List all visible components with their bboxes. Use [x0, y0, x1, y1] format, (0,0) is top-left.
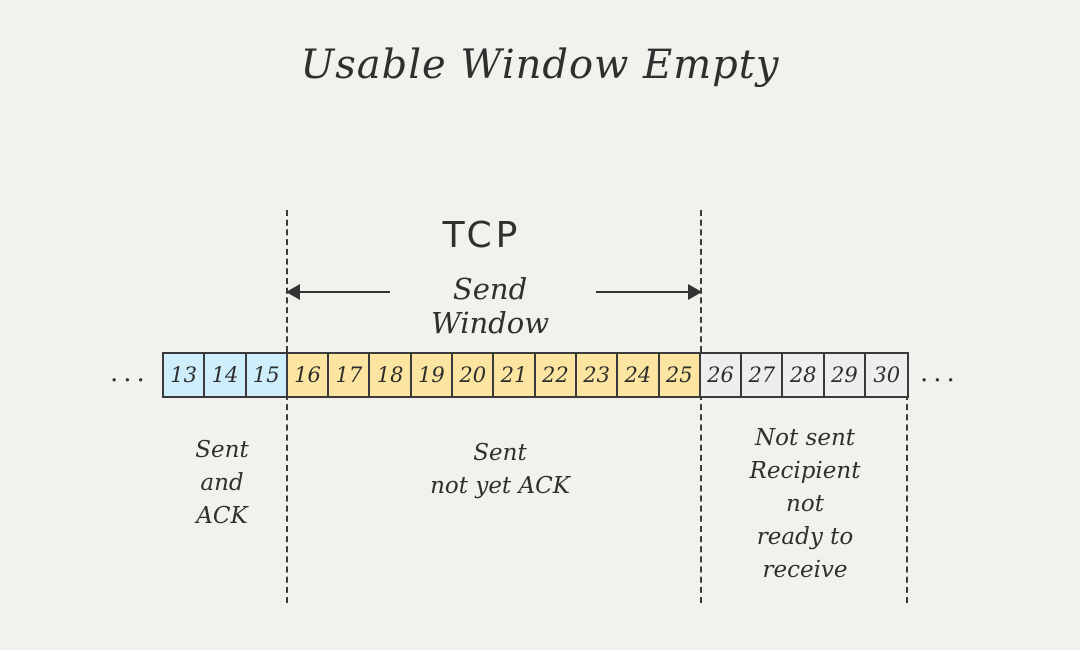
desc-line: Not sent — [755, 425, 855, 451]
segment-cell: 28 — [783, 354, 825, 396]
desc-sent-acked: Sent and ACK — [160, 434, 284, 533]
desc-line: not yet ACK — [430, 473, 570, 499]
arrow-left-line — [290, 291, 390, 293]
arrow-right-line — [596, 291, 692, 293]
window-header: TCP — [442, 215, 522, 256]
desc-line: ACK — [196, 503, 248, 529]
window-right-boundary-top — [700, 210, 702, 352]
segment-cell: 26 — [700, 354, 743, 396]
window-left-boundary-top — [286, 210, 288, 352]
segment-cell: 19 — [411, 354, 454, 396]
left-ellipsis: ... — [110, 358, 150, 388]
segment-cell: 20 — [453, 354, 495, 396]
desc-not-sent: Not sent Recipient not ready to receive — [730, 422, 880, 587]
diagram-title: Usable Window Empty — [300, 42, 780, 88]
segment-cell: 17 — [329, 354, 371, 396]
segment-cell: 27 — [742, 354, 784, 396]
desc-sent-not-acked: Sent not yet ACK — [400, 437, 600, 503]
segment-cell: 14 — [205, 354, 247, 396]
desc-line: and — [200, 470, 244, 496]
desc-line: receive — [762, 557, 848, 583]
segment-cell: 18 — [370, 354, 412, 396]
send-window-label: Send Window — [430, 272, 550, 340]
segment-cell: 25 — [659, 354, 701, 396]
desc-line: Sent — [195, 437, 249, 463]
segment-cell: 16 — [287, 354, 330, 396]
window-right-boundary-bottom — [700, 394, 702, 603]
desc-line: Recipient — [749, 458, 861, 484]
segment-cell: 21 — [494, 354, 536, 396]
desc-line: Sent — [473, 440, 527, 466]
segment-cell: 30 — [866, 354, 908, 396]
desc-line: not — [786, 491, 824, 517]
desc-line: ready to — [756, 524, 854, 550]
segment-cell: 24 — [618, 354, 660, 396]
right-ellipsis: ... — [920, 358, 960, 388]
not-sent-right-boundary — [906, 394, 908, 603]
arrow-right-head — [688, 284, 702, 300]
window-left-boundary-bottom — [286, 394, 288, 603]
segment-cell: 15 — [246, 354, 288, 396]
segment-cell: 23 — [576, 354, 619, 396]
segment-cell: 13 — [164, 354, 206, 396]
segment-cell: 22 — [535, 354, 577, 396]
segment-cell: 29 — [824, 354, 867, 396]
